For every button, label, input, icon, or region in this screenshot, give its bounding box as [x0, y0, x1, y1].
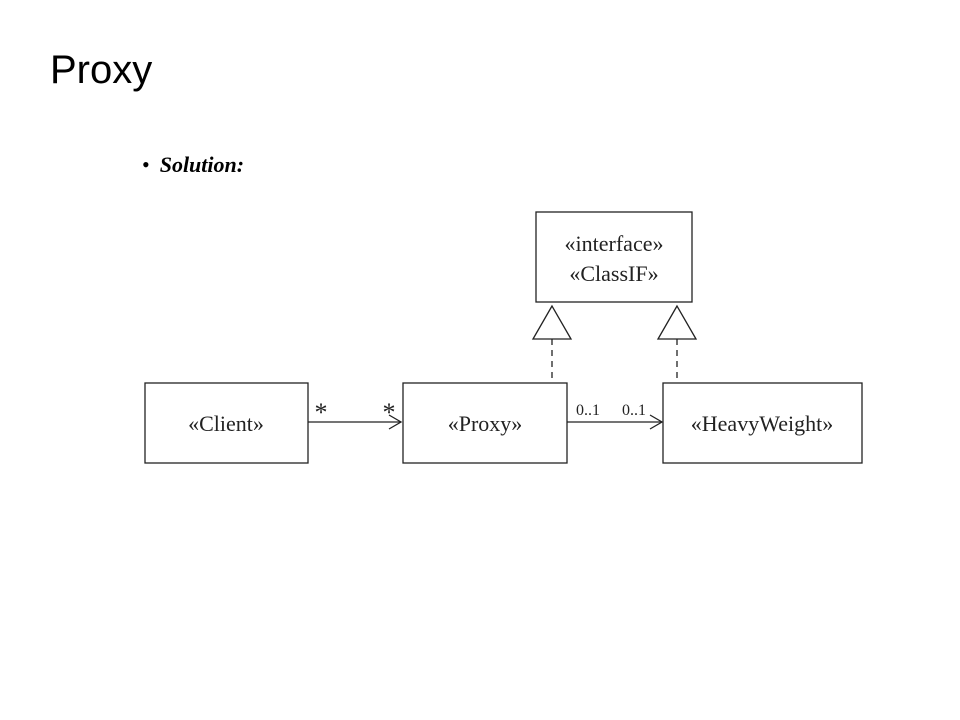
slide-title: Proxy [50, 48, 153, 92]
client-proxy-arrowhead-icon [388, 414, 403, 430]
bullet-item: • Solution: [142, 154, 244, 176]
interface-class-box: «interface» «ClassIF» [535, 211, 693, 303]
client-box-border [144, 382, 309, 464]
bullet-dot-icon: • [142, 152, 150, 177]
proxy-box-border [402, 382, 568, 464]
client-multiplicity: * [315, 398, 328, 427]
client-label: «Client» [188, 411, 264, 436]
realization-triangle-heavyweight-icon [656, 304, 698, 340]
interface-name: «ClassIF» [569, 261, 658, 286]
interface-box-border [535, 211, 693, 303]
proxy-label: «Proxy» [448, 411, 523, 436]
bullet-text: Solution: [159, 152, 245, 177]
heavyweight-box-border [662, 382, 863, 464]
proxy-heavyweight-arrowhead-icon [649, 414, 664, 430]
proxy-multiplicity: * [383, 398, 396, 427]
heavyweight-label: «HeavyWeight» [691, 411, 833, 436]
client-class-box: «Client» [144, 382, 309, 464]
proxy-side-multiplicity: 0..1 [576, 402, 600, 419]
realization-triangle-proxy-icon [531, 304, 573, 340]
heavyweight-class-box: «HeavyWeight» [662, 382, 863, 464]
proxy-class-box: «Proxy» [402, 382, 568, 464]
interface-stereotype: «interface» [565, 231, 664, 256]
heavyweight-side-multiplicity: 0..1 [622, 402, 646, 419]
